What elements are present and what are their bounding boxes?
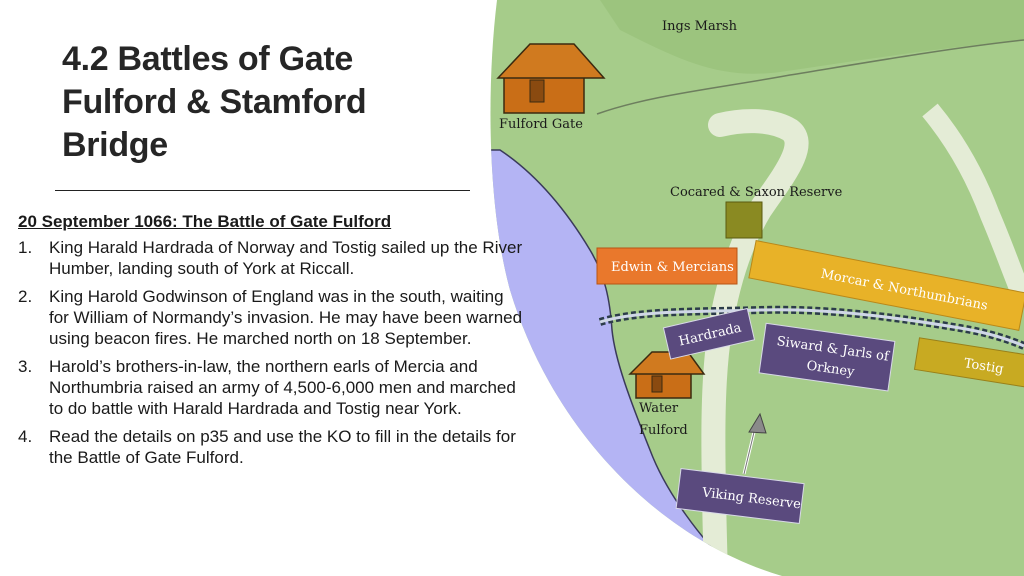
title-line: Bridge (62, 126, 168, 164)
list-number: 2. (18, 287, 33, 306)
list-item: 4. Read the details on p35 and use the K… (18, 426, 528, 468)
page-title: 4.2 Battles of Gate Fulford & Stamford B… (62, 38, 462, 167)
map-label-fulford-gate: Fulford Gate (499, 117, 583, 132)
advance-arrow-icon (742, 412, 767, 475)
list-text: Read the details on p35 and use the KO t… (49, 427, 516, 467)
map-label-reserve: Cocared & Saxon Reserve (670, 185, 843, 200)
list-number: 1. (18, 238, 33, 257)
house-icon (628, 351, 706, 399)
title-line: 4.2 Battles of Gate (62, 40, 353, 78)
unit-siward-jarls: Siward & Jarls of Orkney (758, 322, 896, 392)
map-label-fulford: Fulford (639, 423, 688, 438)
marsh-boundary (596, 39, 1024, 115)
saxon-reserve-unit (725, 201, 763, 239)
list-text: King Harald Hardrada of Norway and Tosti… (49, 238, 523, 278)
unit-edwin-mercians: Edwin & Mercians (596, 247, 738, 285)
stream-highlight (599, 308, 1024, 348)
list-item: 2. King Harold Godwinson of England was … (18, 286, 528, 349)
point-list: 1. King Harald Hardrada of Norway and To… (18, 237, 528, 468)
unit-tostig: Tostig (913, 337, 1024, 389)
road-east (922, 103, 1024, 305)
map-label-water: Water (639, 401, 679, 416)
list-item: 3. Harold’s brothers-in-law, the norther… (18, 356, 528, 419)
map-label-ings-marsh: Ings Marsh (662, 19, 738, 34)
unit-label-orkney: Orkney (806, 358, 856, 380)
list-text: Harold’s brothers-in-law, the northern e… (49, 357, 516, 418)
house-icon (496, 43, 606, 114)
unit-label-tostig: Tostig (963, 356, 1005, 377)
list-text: King Harold Godwinson of England was in … (49, 287, 523, 348)
section-heading: 20 September 1066: The Battle of Gate Fu… (18, 212, 392, 231)
list-number: 4. (18, 427, 33, 446)
unit-label-edwin: Edwin & Mercians (611, 260, 734, 275)
slide-body: 20 September 1066: The Battle of Gate Fu… (18, 211, 528, 475)
unit-hardrada: Hardrada (662, 307, 756, 360)
title-divider (55, 190, 470, 191)
marsh-area (600, 0, 1024, 74)
list-number: 3. (18, 357, 33, 376)
list-item: 1. King Harald Hardrada of Norway and To… (18, 237, 528, 279)
title-line: Fulford & Stamford (62, 83, 367, 121)
unit-viking-reserve: Viking Reserve (675, 468, 805, 524)
